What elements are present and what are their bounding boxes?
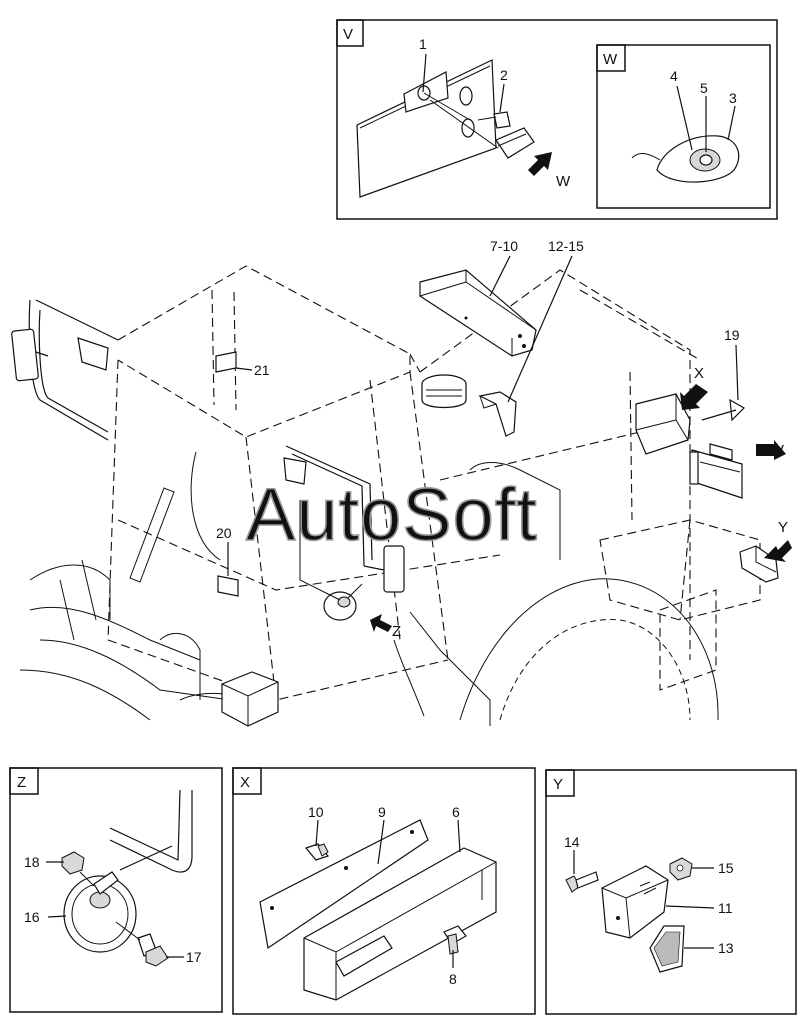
panel-y-tag-box — [545, 769, 575, 797]
horn-location — [323, 583, 363, 621]
panel-x-tag-box — [232, 767, 262, 795]
panel-w-frame — [596, 44, 771, 209]
panel-z-tag-box — [9, 767, 39, 795]
plate-lamp-bolt — [477, 111, 511, 129]
panel-v-tag-box — [336, 19, 364, 47]
lamp-box-bolt — [443, 925, 467, 955]
horn-nut — [61, 851, 95, 887]
callout-13: 13 — [718, 940, 734, 956]
plate-lamp-housing — [495, 127, 535, 159]
callout-18: 18 — [24, 854, 40, 870]
horn-bolt — [115, 921, 169, 967]
lamp-cover-plate — [259, 819, 429, 950]
panel-x-frame — [232, 767, 536, 1015]
rear-wheel — [459, 578, 719, 721]
callout-5: 5 — [700, 80, 708, 96]
watermark: AutoSoft — [246, 473, 538, 556]
view-arrow-y-label: Y — [778, 519, 788, 536]
view-arrow-z — [370, 614, 392, 632]
front-light — [221, 671, 279, 727]
lamp-bracket — [601, 865, 669, 939]
panel-y-frame — [545, 769, 797, 1015]
view-arrow-x-label: X — [694, 365, 704, 382]
callout-2: 2 — [500, 67, 508, 83]
counterweight — [599, 519, 761, 621]
callout-14: 14 — [564, 834, 580, 850]
right-mirror — [283, 445, 405, 593]
callout-6: 6 — [452, 804, 460, 820]
view-arrow-w — [528, 152, 552, 176]
callout-7-10: 7-10 — [490, 238, 518, 254]
callout-8: 8 — [449, 971, 457, 987]
callout-15: 15 — [718, 860, 734, 876]
view-arrow-z-label: Z — [392, 623, 401, 640]
panel-z-tag: Z — [17, 774, 26, 791]
air-cleaner-cap — [421, 374, 467, 409]
horn — [63, 871, 137, 953]
lamp-box-screw — [304, 843, 330, 861]
detail-panel-y: Y 14 15 11 13 — [545, 769, 797, 1015]
callout-9: 9 — [378, 804, 386, 820]
plate-bracket — [356, 59, 499, 198]
callout-21: 21 — [254, 362, 270, 378]
machine-overview: 7-10 12-15 X 19 V — [11, 238, 792, 727]
bracket-bolt — [565, 871, 599, 893]
callout-12-15: 12-15 — [548, 238, 584, 254]
panel-y-tag: Y — [553, 776, 563, 793]
work-lamp-box — [419, 269, 537, 357]
mounting-bracket — [478, 391, 517, 437]
view-arrow-v-label: V — [774, 442, 784, 459]
panel-w-tag: W — [603, 51, 618, 68]
rear-lamp-box — [303, 847, 497, 1001]
plate-lamp — [631, 135, 740, 183]
callout-19: 19 — [724, 327, 740, 343]
callout-16: 16 — [24, 909, 40, 925]
callout-17: 17 — [186, 949, 202, 965]
callout-20: 20 — [216, 525, 232, 541]
cab-roof — [117, 265, 411, 438]
callout-10: 10 — [308, 804, 324, 820]
callout-4: 4 — [670, 68, 678, 84]
callout-3: 3 — [729, 90, 737, 106]
panel-w-tag-box — [596, 44, 626, 72]
rear-work-lamp — [635, 393, 691, 455]
panel-z-frame — [9, 767, 223, 1013]
detail-panel-x: X 10 9 6 8 — [232, 767, 536, 1015]
loader-arm — [19, 487, 271, 721]
panel-x-tag: X — [240, 774, 250, 791]
view-arrow-v — [756, 440, 786, 460]
panel-v-tag: V — [343, 26, 353, 43]
reflector — [649, 925, 685, 973]
panel-v-frame — [336, 19, 778, 220]
view-arrow-y — [764, 540, 792, 562]
engine-hood — [419, 269, 691, 660]
license-plate-assembly — [689, 443, 743, 499]
view-arrow-w-label: W — [556, 173, 571, 190]
callout-1: 1 — [419, 36, 427, 52]
bracket-nut — [669, 857, 693, 881]
left-mirror — [11, 328, 49, 382]
direction-arrow-19 — [729, 398, 745, 422]
view-arrow-x — [680, 384, 708, 410]
callout-11: 11 — [718, 900, 733, 916]
detail-panel-z: Z 18 16 17 — [9, 767, 223, 1013]
detail-panel-v: V 1 2 W W — [336, 19, 778, 220]
